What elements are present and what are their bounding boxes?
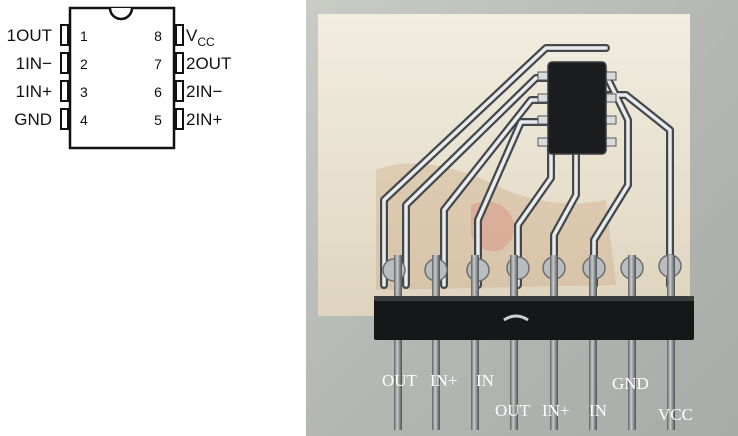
left-pin-3: 1IN+ 3 [16,80,88,102]
header-strip-mark [503,314,529,322]
pin-label: 1IN+ [16,82,52,101]
pin-label: 2IN+ [186,110,222,129]
pin-number: 6 [154,84,162,100]
pin-number: 5 [154,112,162,128]
pin-label: 2OUT [186,54,231,73]
caption-in-plus-1: IN+ [430,371,458,390]
pin-number: 1 [80,28,88,44]
pin-lead [175,24,184,46]
ic-notch [108,7,134,21]
board-photo: OUT IN+ IN OUT IN+ IN GND VCC [306,0,738,436]
header-strip-highlight [374,296,694,301]
pin-label: 1IN− [16,54,52,73]
pin-number: 8 [154,28,162,44]
pin-lead [60,80,69,102]
pin-lead [175,80,184,102]
pin-lead [60,52,69,74]
left-pin-4: GND 4 [14,108,88,130]
left-pin-1: 1OUT 1 [7,24,88,46]
caption-out-1: OUT [382,371,418,390]
pin-label: 1OUT [7,26,52,45]
pin-lead [175,108,184,130]
ic-chip [537,61,617,155]
pin-number: 7 [154,56,162,72]
pin-label: 2IN− [186,82,222,101]
caption-in-2: IN [589,401,607,420]
right-pin-7: 7 2OUT [154,52,231,74]
caption-vcc: VCC [658,405,693,424]
ic-package-body [68,6,176,150]
caption-gnd: GND [612,374,649,393]
pin-number: 3 [80,84,88,100]
left-pin-2: 1IN− 2 [16,52,88,74]
header-pins [394,255,675,430]
pin-number: 2 [80,56,88,72]
pin-label: VCC [186,26,215,49]
pin-number: 4 [80,112,88,128]
pin-lead [60,24,69,46]
pin-label-subscript: CC [197,35,215,49]
caption-in-plus-2: IN+ [542,401,570,420]
pin-lead [175,52,184,74]
right-pin-8: 8 VCC [154,24,215,49]
pin-label: GND [14,110,52,129]
right-pin-5: 5 2IN+ [154,108,222,130]
pin-lead [60,108,69,130]
header-strip [374,296,694,340]
pin-label-main: V [186,26,198,45]
caption-in-1: IN [476,371,494,390]
right-pin-6: 6 2IN− [154,80,222,102]
caption-out-2: OUT [495,401,531,420]
ic-pinout-diagram: 1OUT 1 1IN− 2 1IN+ 3 GND 4 8 VCC 7 2OUT … [7,6,231,150]
